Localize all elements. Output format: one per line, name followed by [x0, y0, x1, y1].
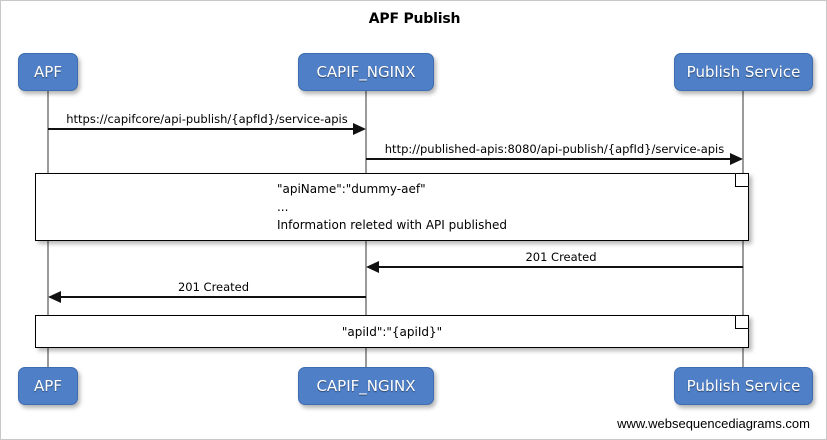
note-response-body-content: "apiId":"{apiId}" — [36, 316, 748, 347]
diagram-title: APF Publish — [368, 11, 461, 27]
participant-capif-nginx-top-label: CAPIF_NGINX — [316, 63, 416, 81]
participant-apf-bottom-label: APF — [34, 377, 62, 395]
note-response-body: "apiId":"{apiId}" — [35, 315, 749, 348]
message-2-line — [366, 158, 730, 160]
participant-capif-nginx-top[interactable]: CAPIF_NGINX — [298, 53, 434, 91]
note-request-body: "apiName":"dummy-aef" ... Information re… — [35, 173, 749, 241]
message-4-arrowhead-icon — [48, 291, 61, 303]
message-4-label: 201 Created — [177, 280, 250, 294]
participant-publish-service-top-label: Publish Service — [686, 63, 801, 81]
participant-apf-bottom[interactable]: APF — [18, 367, 78, 405]
participant-publish-service-bottom-label: Publish Service — [686, 377, 801, 395]
participant-apf-top-label: APF — [34, 63, 62, 81]
message-1-line — [48, 128, 353, 130]
message-2-arrowhead-icon — [730, 153, 743, 165]
participant-apf-top[interactable]: APF — [18, 53, 78, 91]
message-1-arrowhead-icon — [353, 123, 366, 135]
note-response-line-1: "apiId":"{apiId}" — [341, 324, 443, 339]
message-3-label: 201 Created — [525, 250, 597, 264]
message-4-line — [61, 296, 366, 298]
note-request-line-2: ... — [276, 200, 289, 214]
note-request-body-content: "apiName":"dummy-aef" ... Information re… — [36, 174, 748, 240]
watermark-footer: www.websequencediagrams.com — [617, 416, 810, 431]
participant-capif-nginx-bottom[interactable]: CAPIF_NGINX — [298, 367, 434, 405]
note-request-line-1: "apiName":"dummy-aef" — [276, 182, 426, 196]
message-2-label: http://published-apis:8080/api-publish/{… — [384, 142, 725, 156]
participant-capif-nginx-bottom-label: CAPIF_NGINX — [316, 377, 416, 395]
message-3-arrowhead-icon — [366, 261, 379, 273]
note-request-line-3: Information releted with API published — [276, 218, 507, 232]
message-3-line — [379, 266, 743, 268]
participant-publish-service-bottom[interactable]: Publish Service — [674, 367, 813, 405]
participant-publish-service-top[interactable]: Publish Service — [674, 53, 813, 91]
message-1-label: https://capifcore/api-publish/{apfId}/se… — [66, 112, 348, 126]
